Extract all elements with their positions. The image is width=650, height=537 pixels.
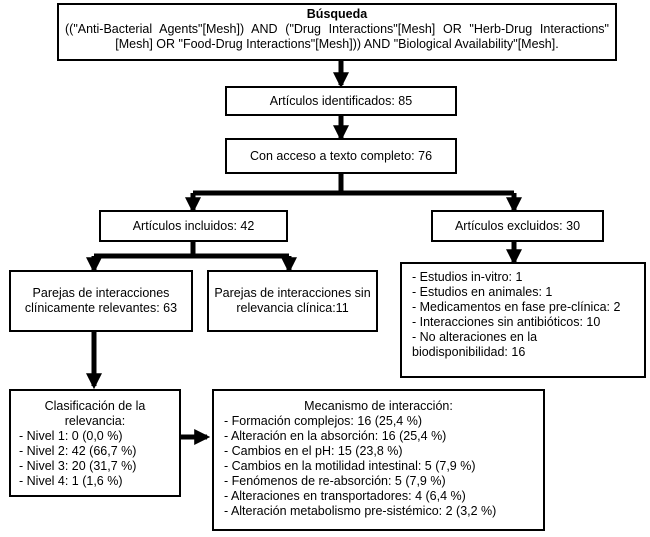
search-box: Búsqueda (("Anti-Bacterial Agents"[Mesh]… (57, 3, 617, 61)
mechanism-item: - Formación complejos: 16 (25,4 %) (224, 414, 422, 428)
mechanism-item: - Alteraciones en transportadores: 4 (6,… (224, 489, 466, 503)
mechanism-item: - Alteración en la absorción: 16 (25,4 %… (224, 429, 447, 443)
mechanism-item: - Cambios en la motilidad intestinal: 5 … (224, 459, 476, 473)
mechanism-list: - Formación complejos: 16 (25,4 %) - Alt… (224, 414, 533, 519)
classification-title: Clasificación de la relevancia: (44, 399, 146, 428)
relevant-pairs-label: Parejas de interacciones clínicamente re… (24, 286, 178, 315)
identified-box: Artículos identificados: 85 (225, 86, 457, 116)
excluded-label: Artículos excluidos: 30 (454, 218, 581, 233)
mechanism-item: - Fenómenos de re-absorción: 5 (7,9 %) (224, 474, 446, 488)
classification-level-item: - Nivel 3: 20 (31,7 %) (19, 459, 137, 473)
search-query: (("Anti-Bacterial Agents"[Mesh]) AND ("D… (65, 22, 609, 51)
nonrelevant-pairs-label: Parejas de interacciones sin relevancia … (214, 286, 371, 315)
mechanism-item: - Cambios en el pH: 15 (23,8 %) (224, 444, 403, 458)
relevant-pairs-box: Parejas de interacciones clínicamente re… (9, 270, 193, 332)
fulltext-box: Con acceso a texto completo: 76 (225, 138, 457, 174)
excluded-reason-item: - Estudios in-vitro: 1 (412, 270, 523, 284)
classification-levels-list: - Nivel 1: 0 (0,0 %) - Nivel 2: 42 (66,7… (19, 429, 171, 489)
included-box: Artículos incluidos: 42 (99, 210, 288, 242)
excluded-reason-item: - No alteraciones en la biodisponibilida… (412, 330, 538, 359)
excluded-box: Artículos excluidos: 30 (431, 210, 604, 242)
excluded-reason-item: - Interacciones sin antibióticos: 10 (412, 315, 601, 329)
classification-level-item: - Nivel 4: 1 (1,6 %) (19, 474, 123, 488)
excluded-reasons-list: - Estudios in-vitro: 1 - Estudios en ani… (412, 270, 634, 360)
excluded-reason-item: - Medicamentos en fase pre-clínica: 2 (412, 300, 621, 314)
classification-level-item: - Nivel 2: 42 (66,7 %) (19, 444, 137, 458)
included-label: Artículos incluidos: 42 (132, 218, 255, 233)
identified-label: Artículos identificados: 85 (269, 93, 413, 108)
classification-level-item: - Nivel 1: 0 (0,0 %) (19, 429, 123, 443)
classification-box: Clasificación de la relevancia: - Nivel … (9, 389, 181, 497)
excluded-reasons-box: - Estudios in-vitro: 1 - Estudios en ani… (400, 262, 646, 378)
search-title: Búsqueda (306, 7, 368, 21)
excluded-reason-item: - Estudios en animales: 1 (412, 285, 553, 299)
mechanism-item: - Alteración metabolismo pre-sistémico: … (224, 504, 497, 518)
mechanism-box: Mecanismo de interacción: - Formación co… (212, 389, 545, 531)
nonrelevant-pairs-box: Parejas de interacciones sin relevancia … (207, 270, 378, 332)
mechanism-title: Mecanismo de interacción: (304, 399, 453, 413)
fulltext-label: Con acceso a texto completo: 76 (249, 148, 433, 163)
